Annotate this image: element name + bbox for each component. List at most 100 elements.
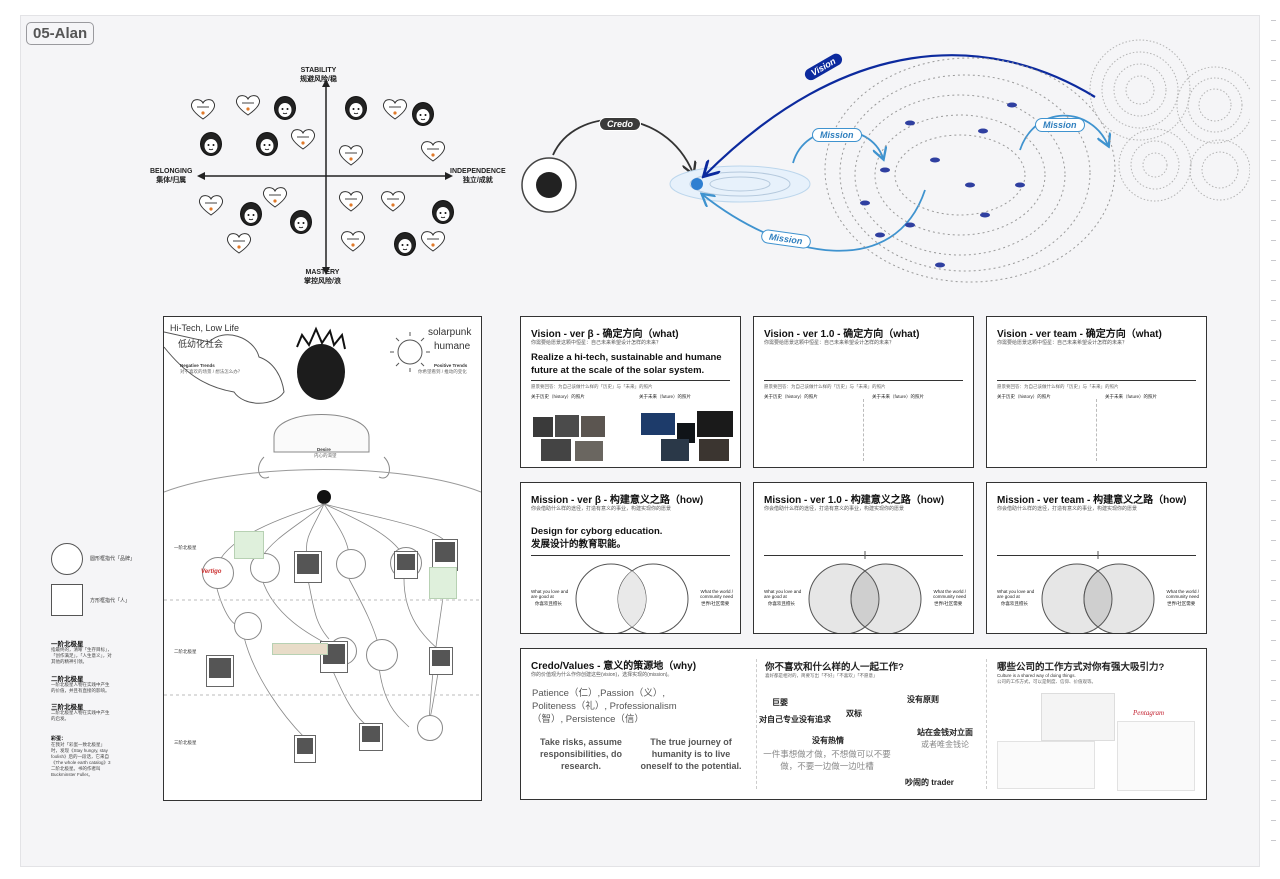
future-photo-5 [699,439,729,461]
mission-beta-card[interactable]: Mission - ver β - 构建意义之路（how) 你会借助什么样的途径… [520,482,741,634]
persona-face-icon[interactable] [240,202,262,226]
persona-face-icon[interactable] [412,102,434,126]
positive-trends-cn: 你希望看到 / 推动的变化 [418,369,467,374]
persona-face-icon[interactable] [200,132,222,156]
ruler-tick [1271,680,1276,681]
persona-heart-icon[interactable] [338,144,364,166]
legend-text-1: 指最终的，清晰「生存目标」，「创作满足」，「人生意义」，对其他的精神引领。 [51,647,112,664]
credo-quote-1: Take risks, assume responsibilities, do … [539,737,622,771]
culture-doc-1 [1041,693,1115,741]
dislike-word-2: 对自己专业没有追求 [759,715,831,724]
ruler-tick [1271,520,1276,521]
credo-pill[interactable]: Credo [599,117,642,131]
persona-face-icon[interactable] [256,132,278,156]
mission-10-card[interactable]: Mission - ver 1.0 - 构建意义之路（how) 你会借助什么样的… [753,482,974,634]
persona-heart-icon[interactable] [420,230,446,252]
vision-10-title: Vision - ver 1.0 - 确定方向（what) [764,329,920,340]
persona-heart-icon[interactable] [380,190,406,212]
persona-heart-icon[interactable] [420,140,446,162]
persona-face-icon[interactable] [290,210,312,234]
mission-pill-1[interactable]: Mission [812,128,862,142]
vision-team-card[interactable]: Vision - ver team - 确定方向（what) 你需要给愿景这颗中… [986,316,1207,468]
person-node[interactable] [320,641,348,673]
dislike-word-3: 双标 [846,709,862,718]
persona-heart-icon[interactable] [290,128,316,150]
person-node[interactable] [359,723,383,751]
persona-heart-icon[interactable] [226,232,252,254]
brand-node[interactable] [202,557,234,589]
sticky-note[interactable] [429,567,457,599]
ruler-tick [1271,80,1276,81]
person-node[interactable] [394,551,418,579]
persona-heart-icon[interactable] [338,190,364,212]
persona-heart-icon[interactable] [382,98,408,120]
tier-2-label: 二阶北极星 [174,649,197,654]
brand-node[interactable] [336,549,366,579]
vision-team-future: 关于未来（future）的照片 [1105,394,1158,399]
mission-team-left-label: What you love and are good at [997,589,1035,599]
vision-beta-subtitle: 你需要给愿景这颗中恒星：自己未来希望设计怎样的未来？ [531,340,662,346]
ruler-tick [1271,120,1276,121]
person-node[interactable] [206,655,234,687]
ruler-tick [1271,420,1276,421]
ruler-tick [1271,640,1276,641]
ruler-tick [1271,800,1276,801]
person-node[interactable] [294,551,322,583]
mission-beta-right-cn: 世界/社区需要 [701,601,730,606]
persona-face-icon[interactable] [432,200,454,224]
persona-face-icon[interactable] [345,96,367,120]
credo-title: Credo/Values - 意义的策源地（why) [531,661,697,672]
mission-beta-statement: Design for cyborg education.发展设计的教育职能。 [531,526,663,550]
mission-beta-right-label: What the world / community need [699,589,733,599]
ruler-tick [1271,260,1276,261]
persona-heart-icon[interactable] [235,94,261,116]
mission-10-right-cn: 世界/社区需要 [934,601,963,606]
vision-beta-note: 愿景要回答：为自己该做什么样的「历史」与「未来」的照片 [531,384,653,389]
legend-heading-1: 一阶北极星 [51,641,84,648]
sticky-note[interactable] [234,531,264,559]
brand-node[interactable] [366,639,398,671]
person-node[interactable] [432,539,458,571]
credo-values-card[interactable]: Credo/Values - 意义的策源地（why) 你的价值观为什么作你创建这… [520,648,1207,800]
vision-beta-card[interactable]: Vision - ver β - 确定方向（what) 你需要给愿景这颗中恒星：… [520,316,741,468]
vision-10-card[interactable]: Vision - ver 1.0 - 确定方向（what) 你需要给愿景这颗中恒… [753,316,974,468]
board-title[interactable]: 05-Alan [26,22,95,45]
ruler-tick [1271,720,1276,721]
ruler-tick [1271,380,1276,381]
history-photo-5 [575,441,603,461]
legend-note-text: 在我对「彩蛋一致北极星」时，发现《Stay hungry, stay fooli… [51,742,111,777]
brand-node[interactable] [417,715,443,741]
persona-face-icon[interactable] [394,232,416,256]
ruler-tick [1271,20,1276,21]
person-node[interactable] [429,647,453,675]
vision-mission-diagram[interactable]: Credo Vision Mission Mission Mission [515,25,1250,295]
ruler-tick [1271,360,1276,361]
vision-beta-future: 关于未来（future）的照片 [639,394,692,399]
culture-title: 哪些公司的工作方式对你有强大吸引力? [997,662,1165,673]
brand-node[interactable] [234,612,262,640]
ruler-tick [1271,320,1276,321]
ruler-tick [1271,220,1276,221]
ruler-tick [1271,440,1276,441]
persona-heart-icon[interactable] [262,186,288,208]
person-node[interactable] [294,735,316,763]
persona-heart-icon[interactable] [340,230,366,252]
persona-heart-icon[interactable] [198,194,224,216]
culture-subtitle-2: 公司的工作方式，可以是制度、信仰、价值观等。 [997,679,1096,684]
tier-3-label: 三阶北极星 [174,740,197,745]
persona-face-icon[interactable] [274,96,296,120]
mission-team-left-cn: 你喜欢且擅长 [1001,601,1028,606]
mission-team-card[interactable]: Mission - ver team - 构建意义之路（how) 你会借助什么样… [986,482,1207,634]
ruler-tick [1271,620,1276,621]
future-photo-2 [677,423,695,443]
mission-team-subtitle: 你会借助什么样的途径，打造有意义的事业，构建实现你的愿景 [997,506,1138,512]
vision-beta-statement: Realize a hi-tech, sustainable and human… [531,352,722,376]
mission-10-venn [808,551,922,633]
sticky-note[interactable] [272,643,328,655]
north-star-poster[interactable]: Hi-Tech, Low Life 低幼化社会 solarpunk humane… [163,316,482,801]
ruler-tick [1271,460,1276,461]
persona-heart-icon[interactable] [190,98,216,120]
ruler-tick [1271,740,1276,741]
mission-pill-3[interactable]: Mission [1035,118,1085,132]
